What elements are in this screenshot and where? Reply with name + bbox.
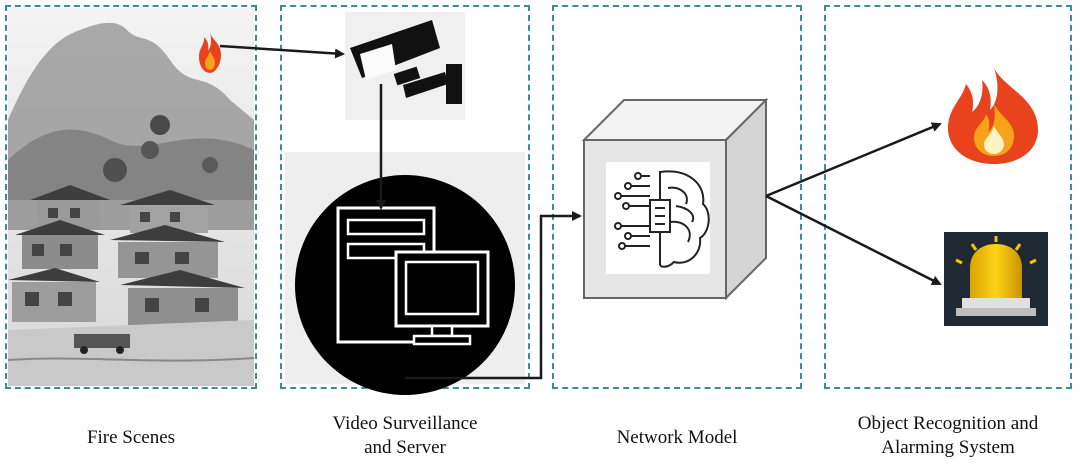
server-icon bbox=[285, 152, 525, 395]
panel-object-recognition bbox=[824, 5, 1072, 389]
fire-source-icon bbox=[199, 33, 221, 73]
caption-video-surveillance: Video Surveillance and Server bbox=[280, 412, 530, 460]
caption-video-surveillance-line2: and Server bbox=[364, 437, 446, 458]
brain-chip-icon bbox=[614, 170, 710, 268]
arrow-scene-to-camera bbox=[219, 44, 345, 59]
fire-icon bbox=[948, 68, 1038, 164]
arrow-server-to-model bbox=[405, 211, 582, 380]
flow-arrows bbox=[219, 44, 942, 380]
panel-fire-scenes bbox=[5, 5, 257, 389]
caption-object-recognition: Object Recognition and Alarming System bbox=[820, 412, 1076, 460]
camera-icon bbox=[345, 12, 465, 120]
network-model-cube bbox=[581, 97, 769, 301]
caption-fire-scenes: Fire Scenes bbox=[5, 426, 257, 450]
caption-network-model: Network Model bbox=[552, 426, 802, 450]
arrow-model-to-alarm bbox=[765, 194, 942, 286]
alarm-light-icon bbox=[944, 232, 1048, 326]
caption-video-surveillance-line1: Video Surveillance bbox=[332, 413, 478, 434]
caption-object-recognition-line1: Object Recognition and bbox=[857, 413, 1039, 434]
caption-network-model-text: Network Model bbox=[616, 427, 738, 448]
caption-object-recognition-line2: Alarming System bbox=[881, 437, 1015, 458]
panel-network-model bbox=[552, 5, 802, 389]
fire-scene-image bbox=[7, 8, 255, 386]
arrow-model-to-fire bbox=[765, 122, 942, 198]
caption-fire-scenes-text: Fire Scenes bbox=[86, 427, 176, 448]
